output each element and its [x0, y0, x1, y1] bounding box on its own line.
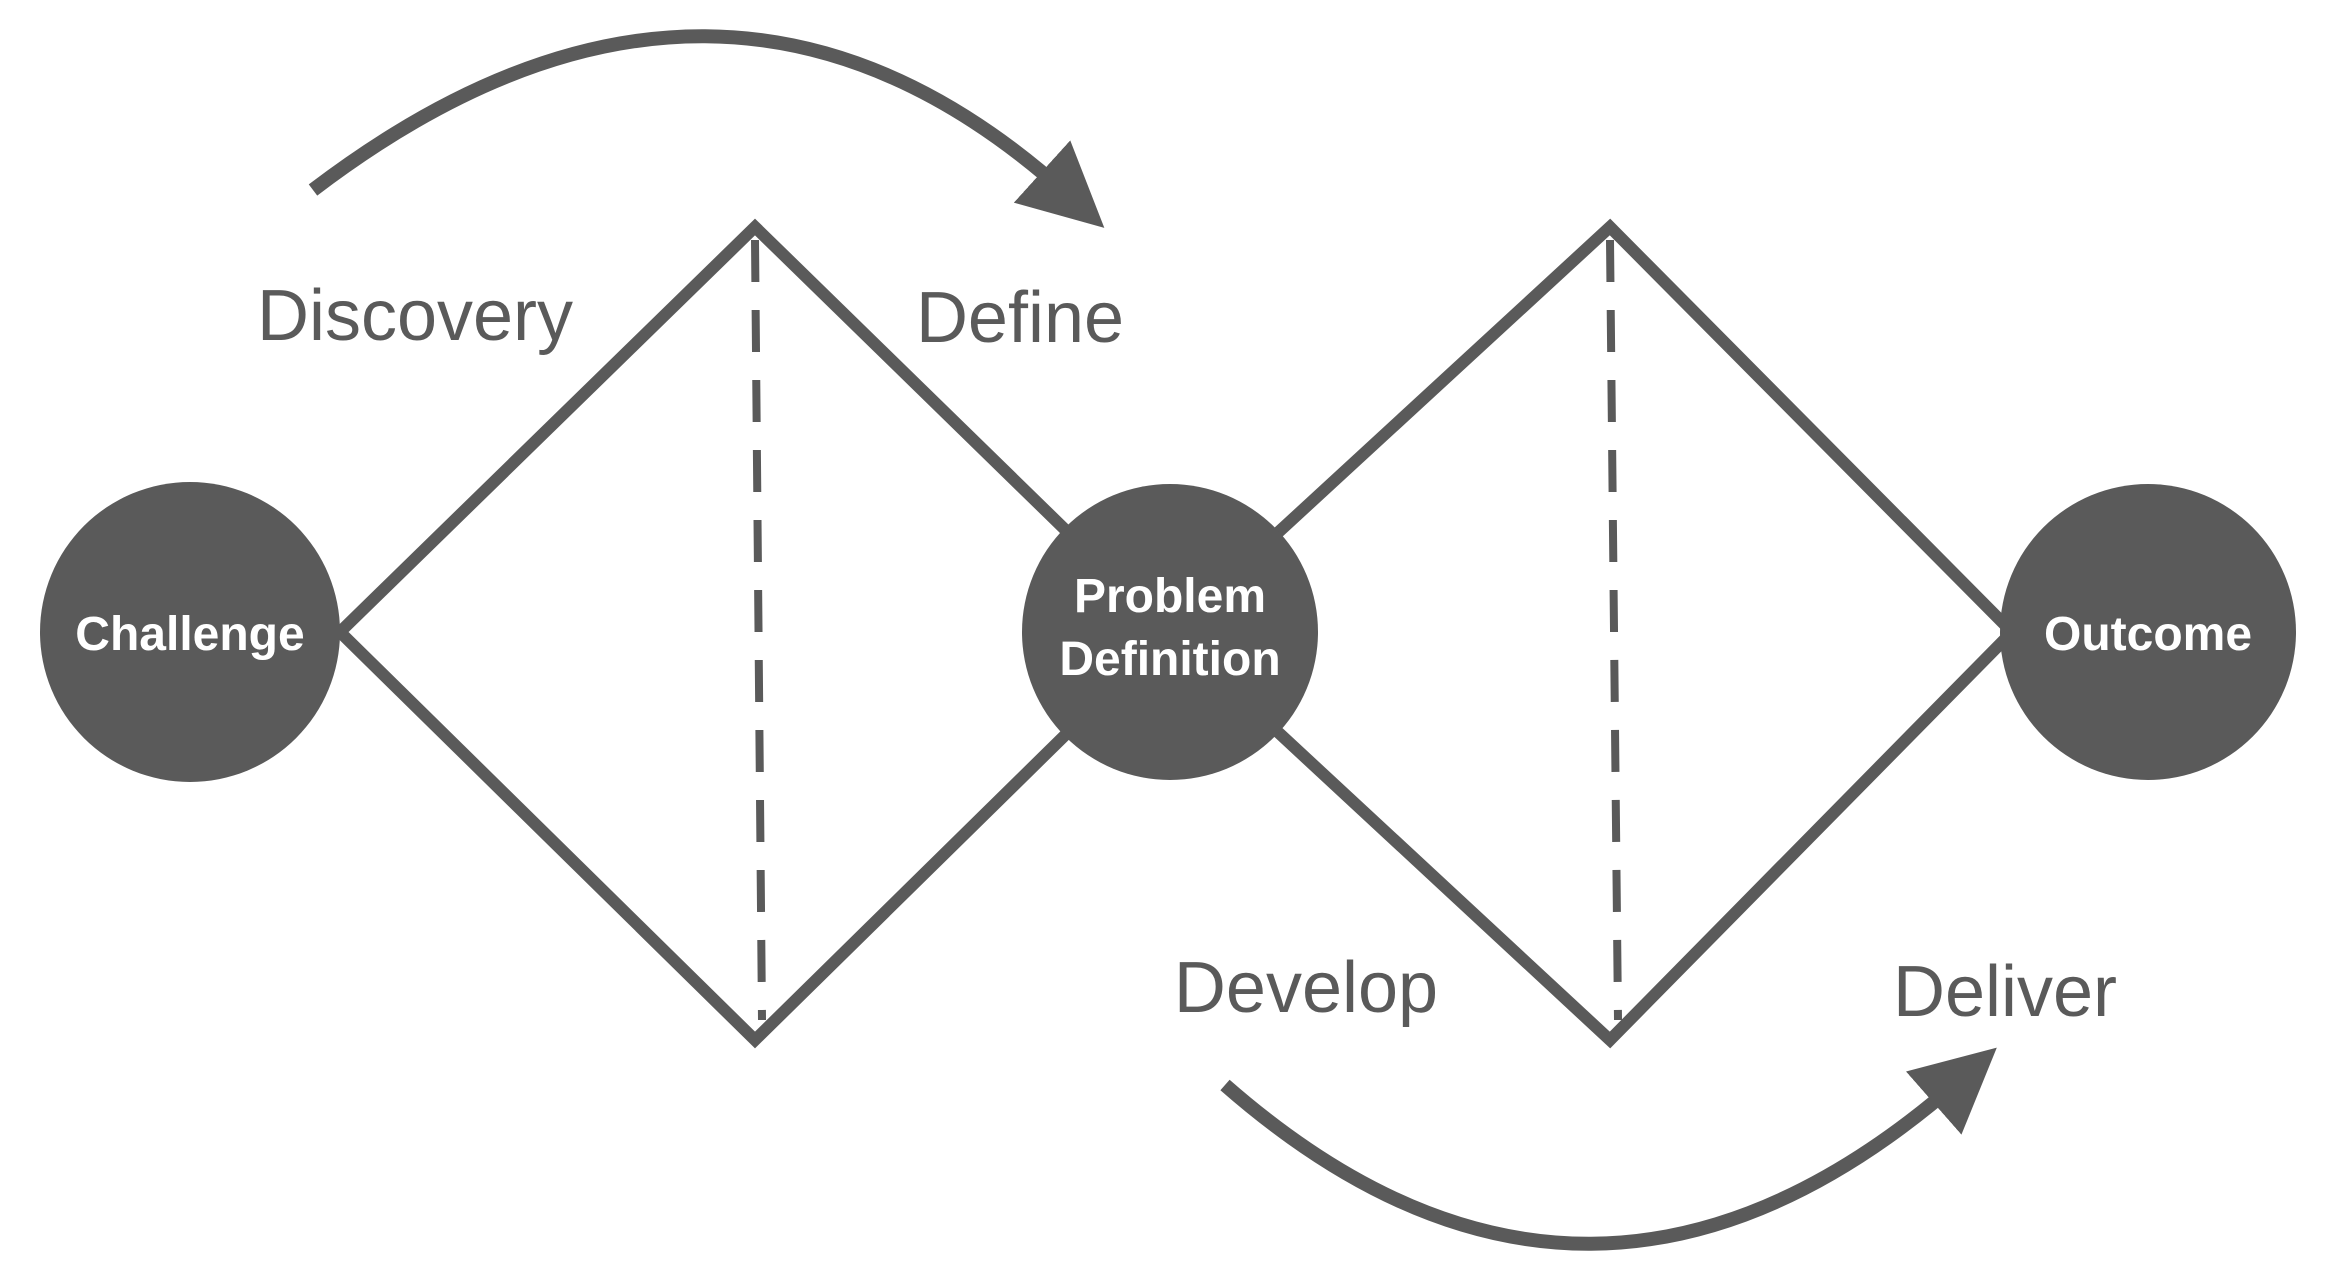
deliver-label: Deliver: [1893, 952, 2117, 1032]
problem-definition-label-line1: Problem: [1074, 570, 1266, 623]
problem-definition-label-line2: Definition: [1059, 633, 1280, 686]
problem-definition-node: [1022, 484, 1318, 780]
develop-label: Develop: [1174, 948, 1438, 1028]
outcome-label: Outcome: [2044, 608, 2252, 661]
first-diamond-divider: [751, 239, 766, 1021]
discovery-label: Discovery: [257, 276, 573, 356]
bottom-arc-arrow: [1220, 1047, 1997, 1251]
second-diamond-divider: [1606, 239, 1622, 1021]
challenge-label: Challenge: [75, 608, 304, 661]
define-label: Define: [916, 278, 1124, 358]
challenge-node: [40, 482, 340, 782]
outcome-node: [2000, 484, 2296, 780]
top-arc-arrow: [308, 29, 1105, 228]
